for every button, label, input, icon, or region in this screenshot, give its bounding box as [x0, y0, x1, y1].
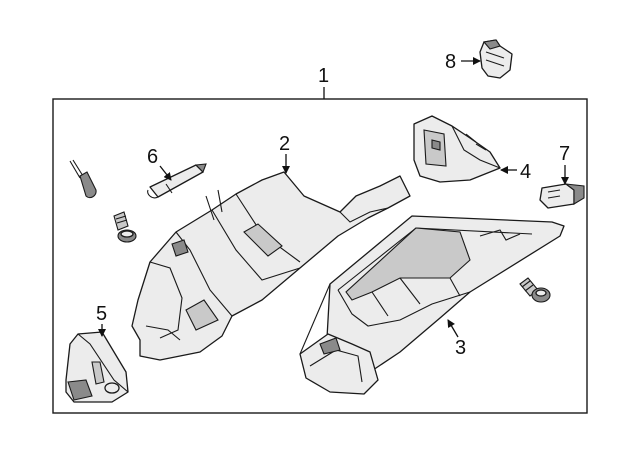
callout-2-label: 2 — [279, 133, 290, 155]
callout-3: 3 — [447, 319, 466, 359]
callout-7-label: 7 — [559, 143, 570, 165]
callout-7: 7 — [559, 143, 570, 185]
callout-2: 2 — [279, 133, 290, 174]
callout-8-label: 8 — [445, 51, 456, 73]
callout-6-label: 6 — [147, 146, 158, 168]
assembly-frame — [52, 98, 588, 414]
screw-pin — [69, 159, 97, 199]
bolt-left — [113, 211, 137, 243]
callout-5-label: 5 — [96, 303, 107, 325]
callout-1-label: 1 — [318, 65, 329, 87]
callout-4: 4 — [500, 161, 531, 183]
callout-8: 8 — [445, 51, 481, 73]
part-7-switch — [539, 183, 585, 209]
callout-6: 6 — [147, 146, 172, 181]
part-2-lower-panel — [131, 171, 411, 361]
part-3-glove-box — [299, 215, 565, 395]
callout-1: 1 — [318, 65, 329, 99]
bolt-right — [519, 277, 551, 303]
callout-5: 5 — [96, 303, 107, 337]
part-6-lamp — [147, 163, 207, 199]
part-4-latch — [413, 115, 501, 183]
part-8-clip — [479, 39, 513, 79]
part-5-stopper — [65, 331, 129, 403]
callout-3-label: 3 — [455, 337, 466, 359]
callout-4-label: 4 — [520, 161, 531, 183]
